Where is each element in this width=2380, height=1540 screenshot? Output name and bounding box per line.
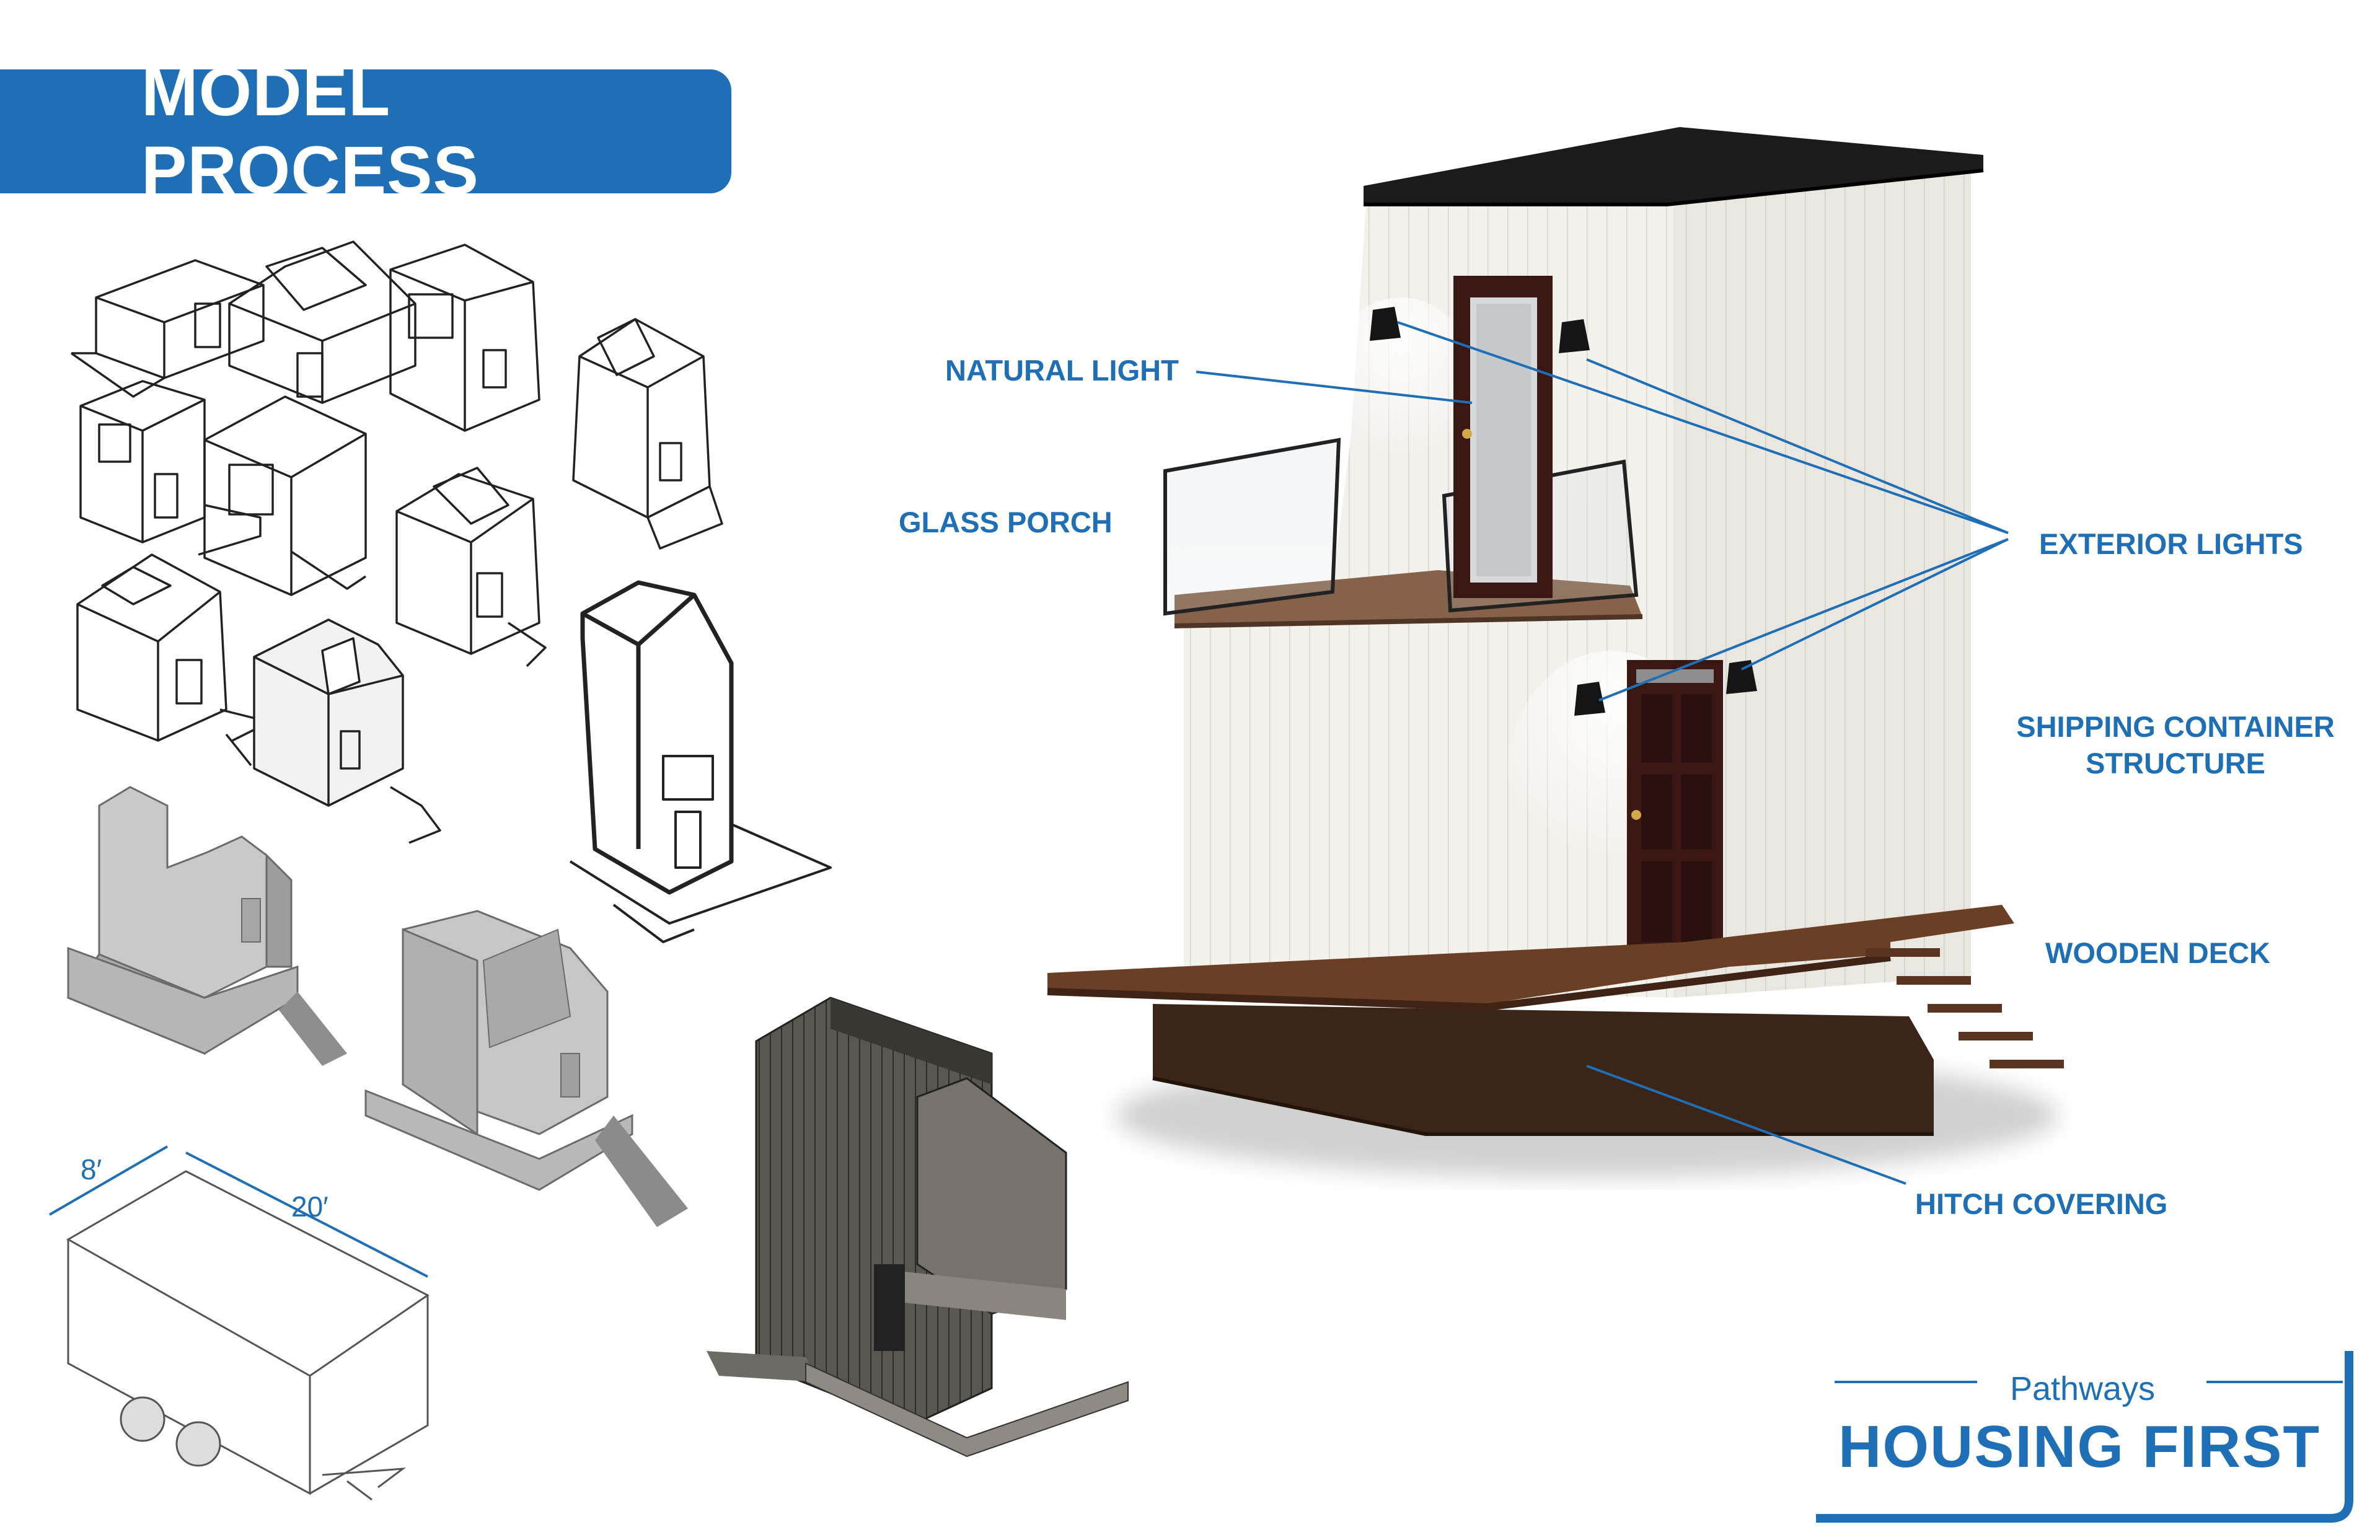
hand-sketches	[70, 240, 832, 943]
leader-lines	[1196, 321, 2009, 1185]
label-shipping-line1: SHIPPING CONTAINER	[2016, 710, 2335, 743]
grey-models	[66, 786, 1129, 1458]
sketch-7	[395, 467, 547, 667]
sketch-1	[70, 259, 265, 398]
glass-railing	[1163, 438, 1341, 616]
sketch-10	[569, 580, 832, 943]
logo-pathways-text: Pathways	[2009, 1370, 2156, 1407]
sketch-9	[253, 618, 441, 844]
label-hitch-covering: HITCH COVERING	[1915, 1187, 2168, 1220]
container-wireframe	[66, 1170, 430, 1501]
sketch-4	[572, 318, 723, 550]
label-shipping-container: SHIPPING CONTAINER STRUCTURE	[2002, 710, 2349, 780]
label-shipping-line2: STRUCTURE	[2086, 747, 2265, 780]
sketch-3	[389, 244, 540, 432]
sketch-5	[79, 380, 262, 556]
main-render	[1047, 127, 2064, 1177]
page-title: MODEL PROCESS	[141, 54, 479, 209]
sketch-2	[228, 240, 416, 404]
label-exterior-lights: EXTERIOR LIGHTS	[2039, 527, 2303, 560]
hitch-covering	[1153, 1004, 1934, 1134]
roof	[1364, 127, 1983, 205]
label-wooden-deck: WOODEN DECK	[2045, 936, 2270, 969]
dimension-width-label: 8′	[81, 1153, 102, 1186]
wooden-deck	[1047, 905, 2014, 1004]
pathways-logo: Pathways HOUSING FIRST	[1810, 1351, 2355, 1521]
massing-model-c	[707, 997, 1129, 1458]
label-glass-porch: GLASS PORCH	[899, 506, 1113, 539]
massing-model-a	[66, 786, 347, 1066]
deck-stairs	[1866, 948, 2064, 1068]
upper-door	[1453, 276, 1553, 598]
dimension-length-label: 20′	[291, 1190, 328, 1223]
sketch-8	[76, 553, 271, 767]
logo-frame	[1816, 1351, 2353, 1523]
logo-housing-first-text: HOUSING FIRST	[1838, 1414, 2320, 1480]
massing-model-b	[364, 910, 688, 1227]
title-banner: MODEL PROCESS	[0, 54, 731, 209]
wall-light-icon	[1370, 307, 1757, 716]
lower-door	[1627, 660, 1723, 957]
dimension-lines	[48, 1145, 428, 1278]
label-natural-light: NATURAL LIGHT	[945, 354, 1179, 387]
sketch-6	[203, 395, 367, 596]
